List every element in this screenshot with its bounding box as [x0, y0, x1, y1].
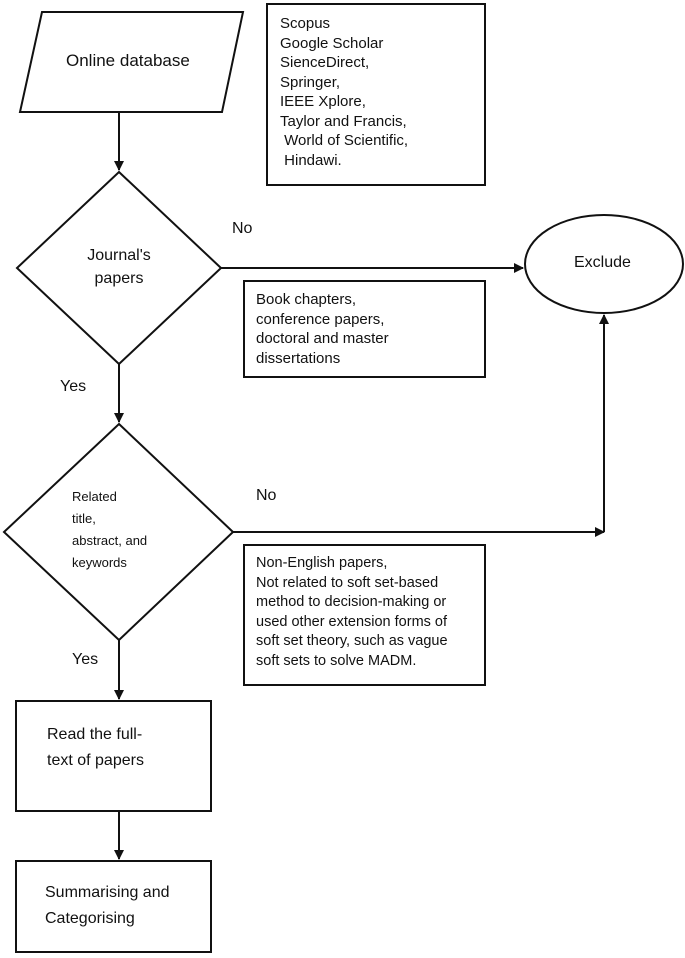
- source-ieee-xplore: IEEE Xplore,: [280, 93, 366, 110]
- exclusion-note-1-box: Book chapters, conference papers, doctor…: [243, 280, 486, 378]
- summarise-box: Summarising and Categorising: [15, 860, 212, 953]
- source-springer: Springer,: [280, 73, 341, 91]
- online-database-label: Online database: [66, 51, 190, 70]
- journals-decision-label: Journal's papers: [87, 247, 151, 287]
- related-decision-label: Related title, abstract, and keywords: [72, 489, 148, 570]
- edge-label-no-1: No: [232, 220, 253, 237]
- edge-label-no-2: No: [256, 487, 277, 504]
- source-sciencedirect: SienceDirect,: [280, 54, 370, 71]
- edge-label-yes-1: Yes: [60, 378, 87, 395]
- exclusion-note-2-box: Non-English papers, Not related to soft …: [243, 544, 486, 686]
- source-world-scientific: World of Scientific,: [280, 132, 409, 149]
- source-hindawi: Hindawi.: [280, 151, 342, 169]
- edge-label-yes-2: Yes: [72, 651, 99, 668]
- online-database-shape: [18, 11, 245, 113]
- exclude-label: Exclude: [574, 254, 631, 271]
- source-taylor-francis: Taylor and Francis,: [280, 112, 407, 130]
- sources-box: Scopus Google Scholar SienceDirect, Spri…: [266, 3, 486, 186]
- source-scopus: Scopus: [280, 15, 331, 32]
- exclude-shape: [524, 214, 684, 314]
- source-google-scholar: Google Scholar: [280, 34, 384, 52]
- read-fulltext-box: Read the full- text of papers: [15, 700, 212, 812]
